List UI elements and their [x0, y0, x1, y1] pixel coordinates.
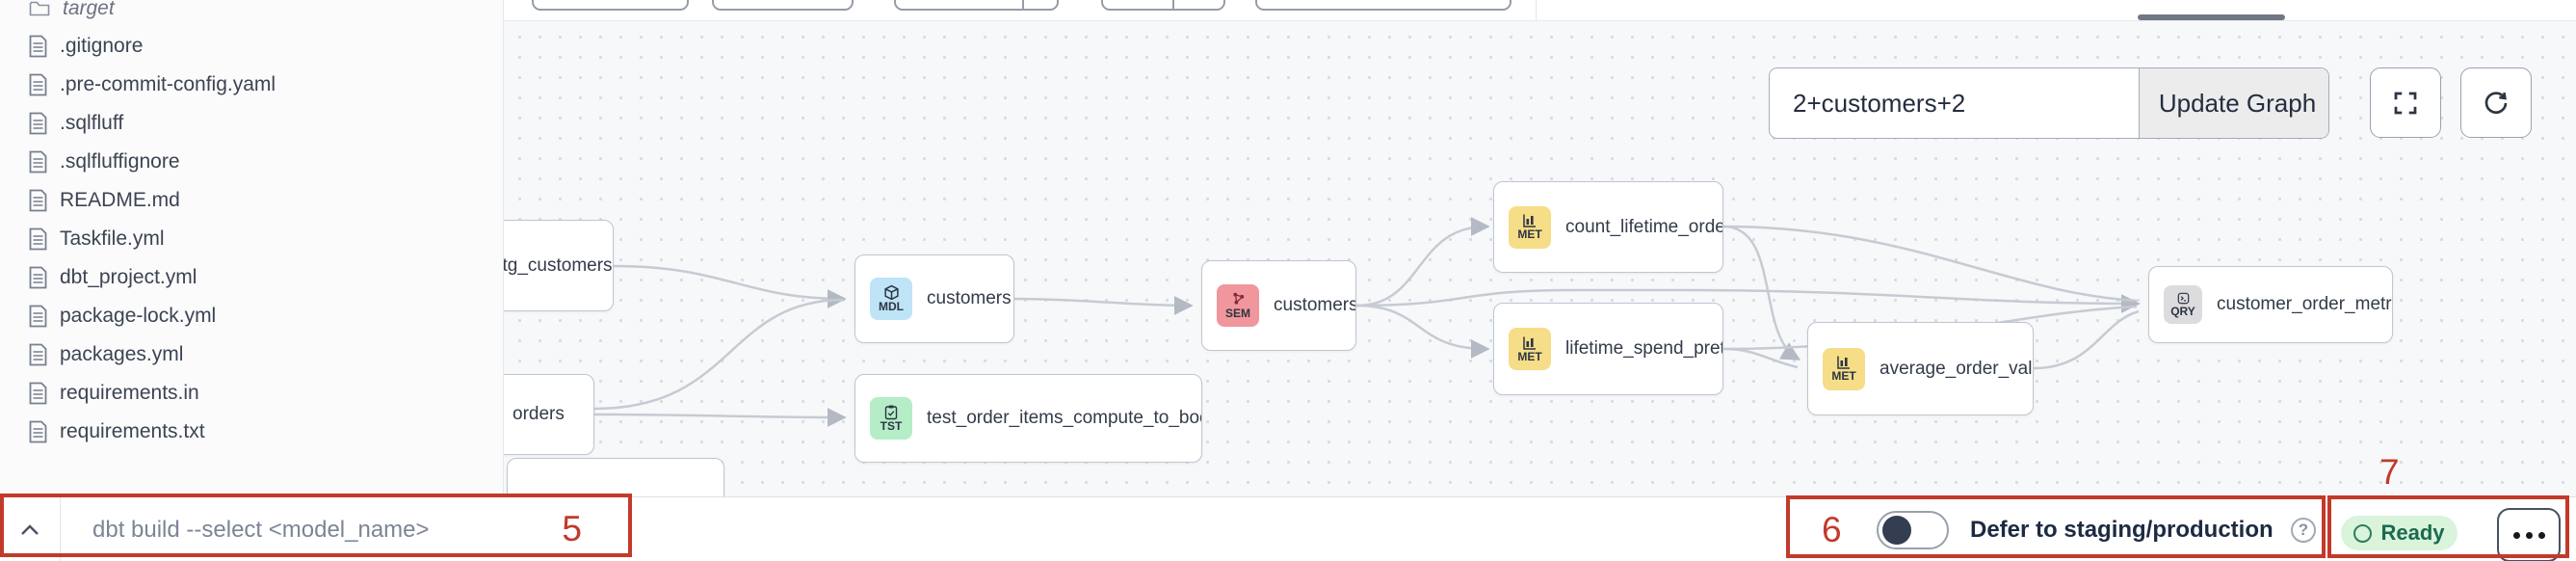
node-label: count_lifetime_orders	[1565, 216, 1723, 237]
node-average-order-value[interactable]: MET average_order_value	[1807, 322, 2034, 415]
node-label: customers	[927, 288, 1012, 308]
file-item[interactable]: .pre-commit-config.yaml	[0, 66, 503, 104]
toolbar-button-cropped-1[interactable]	[532, 0, 689, 11]
status-ring-icon	[2353, 523, 2373, 543]
command-input[interactable]	[62, 497, 986, 561]
defer-label: Defer to staging/production	[1970, 517, 2274, 543]
node-cropped-bottom[interactable]	[507, 458, 724, 496]
toolbar-button-cropped-5[interactable]	[1101, 0, 1174, 11]
bar-chart-icon	[1837, 356, 1850, 369]
file-icon	[29, 227, 47, 251]
toolbar-button-cropped-6[interactable]	[1172, 0, 1225, 11]
semantic-badge: SEM	[1217, 284, 1259, 327]
node-label: customer_order_metrics	[2217, 294, 2392, 314]
toolbar-button-cropped-4[interactable]	[1022, 0, 1059, 11]
file-icon	[29, 35, 47, 58]
command-bar: Defer to staging/production ? Ready	[0, 496, 2576, 561]
lineage-edges	[593, 217, 2141, 427]
node-label: lifetime_spend_pretax	[1565, 338, 1722, 359]
bar-chart-icon	[1523, 214, 1536, 227]
folder-icon	[29, 1, 50, 16]
lineage-canvas[interactable]: stg_customers orders MDL customers TST t…	[504, 21, 2576, 496]
graph-selector-group: Update Graph	[1769, 67, 2329, 139]
file-item[interactable]: README.md	[0, 181, 503, 220]
toggle-knob	[1882, 516, 1911, 545]
node-stg-customers[interactable]: stg_customers	[504, 220, 614, 311]
node-customer-order-metrics[interactable]: QRY customer_order_metrics	[2148, 266, 2393, 343]
node-count-lifetime-orders[interactable]: MET count_lifetime_orders	[1493, 181, 1723, 273]
file-item[interactable]: packages.yml	[0, 335, 503, 374]
file-icon	[29, 266, 47, 289]
file-icon	[29, 420, 47, 443]
node-label: customers	[1274, 295, 1356, 315]
file-icon	[29, 150, 47, 174]
toolbar-divider	[1536, 0, 1537, 20]
fullscreen-icon	[2394, 92, 2417, 114]
node-customers-semantic[interactable]: SEM customers	[1201, 260, 1356, 351]
defer-toggle[interactable]	[1877, 511, 1949, 549]
toolbar-button-cropped-2[interactable]	[712, 0, 854, 11]
file-icon	[29, 343, 47, 366]
toolbar-button-cropped-3[interactable]	[894, 0, 1024, 11]
node-label: average_order_value	[1879, 358, 2033, 379]
file-item[interactable]: dbt_project.yml	[0, 258, 503, 297]
node-orders[interactable]: orders	[504, 374, 594, 455]
query-icon	[2177, 292, 2189, 305]
query-badge: QRY	[2164, 285, 2202, 324]
fullscreen-button[interactable]	[2370, 67, 2441, 138]
file-item[interactable]: .sqlfluff	[0, 104, 503, 143]
file-icon	[29, 305, 47, 328]
metric-badge: MET	[1509, 205, 1551, 249]
ellipsis-icon	[2512, 531, 2520, 539]
node-label: test_order_items_compute_to_bools...	[927, 408, 1201, 428]
node-customers-model[interactable]: MDL customers	[854, 254, 1014, 343]
status-badge[interactable]: Ready	[2341, 516, 2458, 550]
help-icon[interactable]: ?	[2291, 518, 2316, 543]
node-label: stg_customers	[504, 254, 613, 276]
file-icon	[29, 112, 47, 135]
semantic-graph-icon	[1232, 293, 1244, 305]
node-test-order-items[interactable]: TST test_order_items_compute_to_bools...	[854, 374, 1202, 463]
update-graph-button[interactable]: Update Graph	[2139, 68, 2328, 138]
file-item[interactable]: requirements.txt	[0, 413, 503, 451]
test-badge: TST	[870, 397, 912, 440]
node-lifetime-spend-pretax[interactable]: MET lifetime_spend_pretax	[1493, 303, 1723, 395]
metric-badge: MET	[1509, 328, 1551, 370]
collapse-panel-button[interactable]	[0, 497, 61, 561]
active-tab-indicator	[2138, 14, 2285, 20]
file-item[interactable]: Taskfile.yml	[0, 220, 503, 258]
chevron-up-icon	[21, 523, 39, 535]
node-label: orders	[513, 404, 565, 424]
file-icon	[29, 73, 47, 96]
refresh-icon	[2484, 91, 2508, 114]
file-icon	[29, 382, 47, 405]
refresh-button[interactable]	[2460, 67, 2532, 138]
status-label: Ready	[2380, 521, 2445, 545]
model-badge: MDL	[870, 278, 912, 320]
toolbar-button-cropped-7[interactable]	[1255, 0, 1511, 11]
metric-badge: MET	[1823, 347, 1865, 390]
cube-icon	[883, 284, 899, 301]
top-toolbar-cropped	[504, 0, 2576, 21]
file-item[interactable]: requirements.in	[0, 374, 503, 413]
folder-item-target[interactable]: target	[0, 0, 503, 28]
more-options-button[interactable]	[2497, 508, 2561, 561]
clipboard-check-icon	[884, 405, 898, 420]
file-icon	[29, 189, 47, 212]
file-item[interactable]: .sqlfluffignore	[0, 143, 503, 181]
graph-selector-input[interactable]	[1770, 68, 2139, 138]
bar-chart-icon	[1523, 336, 1536, 350]
file-item[interactable]: package-lock.yml	[0, 297, 503, 335]
file-explorer: target .gitignore .pre-commit-config.yam…	[0, 0, 504, 496]
file-item[interactable]: .gitignore	[0, 27, 503, 66]
